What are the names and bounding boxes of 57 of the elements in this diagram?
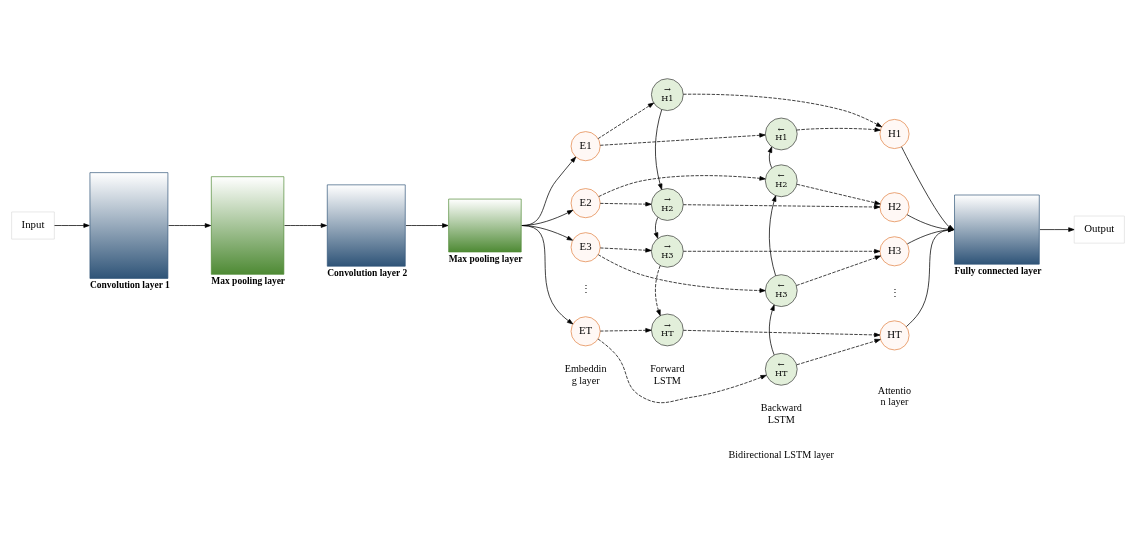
- node-circle: → H2: [651, 188, 684, 221]
- arrow: [597, 338, 767, 404]
- label: ⋮: [889, 286, 900, 298]
- arrow: [767, 146, 773, 169]
- arrow: [796, 127, 881, 132]
- arrow: [599, 328, 652, 333]
- node-circle: → HT: [651, 313, 684, 347]
- arrow: [599, 201, 652, 207]
- node-circle: ET: [570, 316, 601, 347]
- label: Bidirectional LSTM layer: [728, 449, 835, 461]
- arrow: [796, 255, 881, 286]
- label: Forward LSTM: [650, 363, 685, 386]
- arrow: [405, 223, 449, 228]
- node-circle: E2: [570, 188, 601, 219]
- node-circle: ← H1: [765, 117, 798, 151]
- arrow: [54, 223, 90, 228]
- label: Attentio n layer: [877, 384, 912, 408]
- arrow: [168, 223, 211, 228]
- node-label: Fully connected layer: [954, 265, 1042, 276]
- label: Embeddin g layer: [564, 363, 607, 386]
- node-circle: ← H2: [765, 164, 798, 198]
- node-circle: H2: [879, 192, 910, 223]
- arrow: [768, 304, 775, 356]
- arrow: [284, 223, 327, 228]
- arrow: [796, 183, 881, 205]
- arrow: [599, 133, 766, 146]
- arrow: [1039, 227, 1075, 232]
- arrow: [683, 204, 881, 210]
- node-label: Max pooling layer: [211, 275, 286, 286]
- node-label: Convolution layer 2: [327, 267, 408, 278]
- node-circle: E3: [570, 232, 601, 263]
- node-label: Convolution layer 1: [89, 280, 170, 291]
- node-box: Input: [11, 211, 55, 240]
- arrow: [521, 225, 574, 325]
- node-circle: H3: [879, 236, 910, 267]
- label: Backward LSTM: [760, 402, 802, 425]
- label: ⋮: [580, 282, 591, 294]
- arrow: [683, 249, 881, 254]
- arrow: [655, 109, 663, 190]
- node-box: Output: [1073, 215, 1125, 244]
- arrow: [768, 195, 777, 276]
- node-circle: H1: [879, 119, 910, 149]
- node-label: Max pooling layer: [448, 253, 523, 264]
- arrow: [683, 329, 881, 338]
- arrow: [597, 102, 655, 139]
- node-circle: → H1: [651, 78, 684, 111]
- node-circle: HT: [879, 320, 910, 351]
- arrow: [597, 254, 766, 293]
- arrow: [599, 247, 652, 253]
- node-circle: → H3: [651, 235, 684, 268]
- arrow: [796, 338, 881, 366]
- node-circle: ← H3: [765, 274, 798, 307]
- arrow: [682, 93, 883, 128]
- arrow: [653, 217, 659, 239]
- arrow: [598, 175, 766, 197]
- node-circle: ← HT: [765, 353, 798, 386]
- arrow: [655, 265, 661, 316]
